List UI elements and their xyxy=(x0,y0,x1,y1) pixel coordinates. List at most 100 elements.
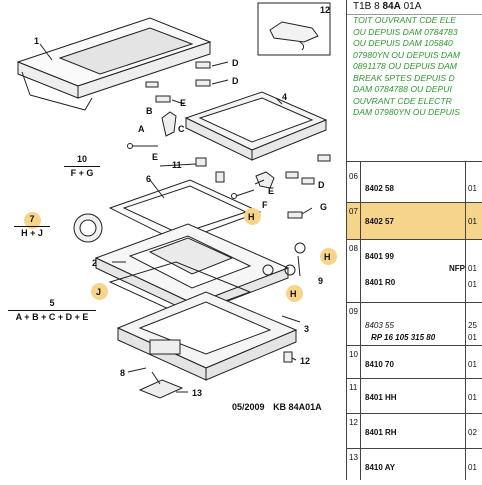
part-reference: 8401 RH xyxy=(365,428,397,437)
quantity-cell: 02 xyxy=(465,414,482,448)
quantity: 25 xyxy=(468,321,477,330)
exploded-parts-diagram: 1 2 3 4 6 8 9 11 12 13 A B C D D D E E E… xyxy=(8,2,337,412)
description-line: OU DEPUIS DAM 105840 xyxy=(353,38,453,48)
fraction-bar xyxy=(14,226,50,227)
callout-E[interactable]: E xyxy=(180,98,187,108)
callout-12[interactable]: 12 xyxy=(300,356,311,366)
quantity-cell: 01 xyxy=(465,162,482,202)
group-members: A + B + C + D + E xyxy=(15,312,89,322)
quantity: 01 xyxy=(468,264,477,273)
description-line: 07980YN OU DEPUIS DAM xyxy=(353,49,460,60)
diagram-footer: 05/2009 KB 84A01A xyxy=(232,402,328,412)
description-line: DAM 07980YN OU DEPUIS xyxy=(353,107,460,117)
callout-C[interactable]: C xyxy=(178,124,185,134)
callout-E[interactable]: E xyxy=(152,152,159,162)
quantity: 01 xyxy=(468,463,477,472)
part-reference: 8402 57 xyxy=(365,217,394,226)
quantity-cell: 01 xyxy=(465,449,482,480)
quantity-cell: 25 01 xyxy=(465,303,482,345)
callout-D[interactable]: D xyxy=(232,76,239,86)
callout-F[interactable]: F xyxy=(262,200,268,210)
header-suffix: 01A xyxy=(403,1,422,12)
callout-1[interactable]: 1 xyxy=(34,36,40,46)
part-reference: 8401 HH xyxy=(365,393,397,402)
callout-13[interactable]: 13 xyxy=(192,388,203,398)
quantity-cell: 01 01 xyxy=(465,240,482,302)
quantity: 01 xyxy=(468,393,477,402)
highlight-marker xyxy=(24,212,41,229)
description-line: 0891178 OU DEPUIS DAM xyxy=(353,61,457,71)
callout-G[interactable]: G xyxy=(320,202,328,212)
applicability-description: TOIT OUVRANT CDE ELE OU DEPUIS DAM 07847… xyxy=(347,15,482,162)
callout-11[interactable]: 11 xyxy=(172,160,182,170)
group-members: H + J xyxy=(21,228,43,238)
parts-row-11[interactable]: 11 8401 HH 01 xyxy=(347,379,482,414)
callout-2[interactable]: 2 xyxy=(92,258,98,268)
part-reference-alt: 8401 R0 xyxy=(365,278,396,287)
callout-8[interactable]: 8 xyxy=(120,368,126,378)
row-number: 12 xyxy=(347,414,361,448)
quantity: 01 xyxy=(468,184,477,193)
row-number: 08 xyxy=(347,240,361,302)
quantity-cell: 01 xyxy=(465,203,482,239)
highlight-marker xyxy=(244,208,261,225)
callout-B[interactable]: B xyxy=(146,106,153,116)
quantity: 02 xyxy=(468,428,477,437)
parts-row-13[interactable]: 13 8410 AY 01 xyxy=(347,449,482,480)
callout-H[interactable]: H xyxy=(248,212,255,222)
parts-list-panel: T1B 8 84A 01A TOIT OUVRANT CDE ELE OU DE… xyxy=(346,0,482,480)
highlight-marker xyxy=(320,248,337,265)
callout-12-inset[interactable]: 12 xyxy=(320,5,331,15)
row-number: 10 xyxy=(347,346,361,378)
description-line: OUVRANT CDE ELECTR xyxy=(353,95,452,106)
callout-D[interactable]: D xyxy=(232,58,239,68)
description-line: DAM 0784788 OU DEPUI xyxy=(353,84,452,94)
group-number: 5 xyxy=(49,298,55,308)
part-reference: 8401 99 xyxy=(365,252,394,261)
panel-header: T1B 8 84A 01A xyxy=(347,0,482,15)
parts-row-07[interactable]: 07 8402 57 01 xyxy=(347,203,482,240)
highlight-marker xyxy=(91,283,108,300)
callout-6[interactable]: 6 xyxy=(146,174,152,184)
parts-row-12[interactable]: 12 8401 RH 02 xyxy=(347,414,482,449)
parts-drawing xyxy=(16,2,331,399)
quantity: 01 xyxy=(468,333,477,342)
description-line: OU DEPUIS DAM 0784783 xyxy=(353,26,458,37)
group-callout-7[interactable]: 7 H + J xyxy=(14,214,50,239)
part-reference: 8403 55 xyxy=(365,321,394,330)
footer-ref: KB 84A01A xyxy=(273,402,322,412)
callout-H[interactable]: H xyxy=(324,252,331,262)
row-number: 07 xyxy=(347,203,361,239)
row-number: 13 xyxy=(347,449,361,480)
callout-4[interactable]: 4 xyxy=(282,92,288,102)
group-number: 10 xyxy=(76,154,87,164)
callout-E[interactable]: E xyxy=(268,186,275,196)
parts-row-06[interactable]: 06 8402 58 01 xyxy=(347,162,482,203)
footer-date: 05/2009 xyxy=(232,402,265,412)
callout-9[interactable]: 9 xyxy=(318,276,324,286)
parts-row-08[interactable]: 08 8401 99 NFP 8401 R0 01 01 xyxy=(347,240,482,303)
fraction-bar xyxy=(64,166,100,167)
part-reference: 8410 AY xyxy=(365,463,396,472)
row-number: 11 xyxy=(347,379,361,413)
description-line: BREAK 5PTES DEPUIS D xyxy=(353,72,455,83)
quantity: 01 xyxy=(468,217,477,226)
part-reference: 8402 58 xyxy=(365,184,394,193)
header-bold: 84A xyxy=(382,1,401,12)
quantity-cell: 01 xyxy=(465,346,482,378)
row-number: 09 xyxy=(347,303,361,345)
callout-3[interactable]: 3 xyxy=(304,324,310,334)
callout-J[interactable]: J xyxy=(96,287,102,297)
callout-A[interactable]: A xyxy=(138,124,145,134)
group-callout-10[interactable]: 10 F + G xyxy=(64,154,100,179)
parts-row-09[interactable]: 09 8403 55 RP 16 105 315 80 25 01 xyxy=(347,303,482,346)
group-number: 7 xyxy=(29,214,35,224)
callout-H[interactable]: H xyxy=(290,289,297,299)
part-note: NFP xyxy=(449,264,465,273)
part-reference: 8410 70 xyxy=(365,360,394,369)
group-callout-5[interactable]: 5 A + B + C + D + E xyxy=(8,298,96,323)
callout-D[interactable]: D xyxy=(318,180,325,190)
parts-row-10[interactable]: 10 8410 70 01 xyxy=(347,346,482,379)
row-number: 06 xyxy=(347,162,361,202)
quantity: 01 xyxy=(468,360,477,369)
